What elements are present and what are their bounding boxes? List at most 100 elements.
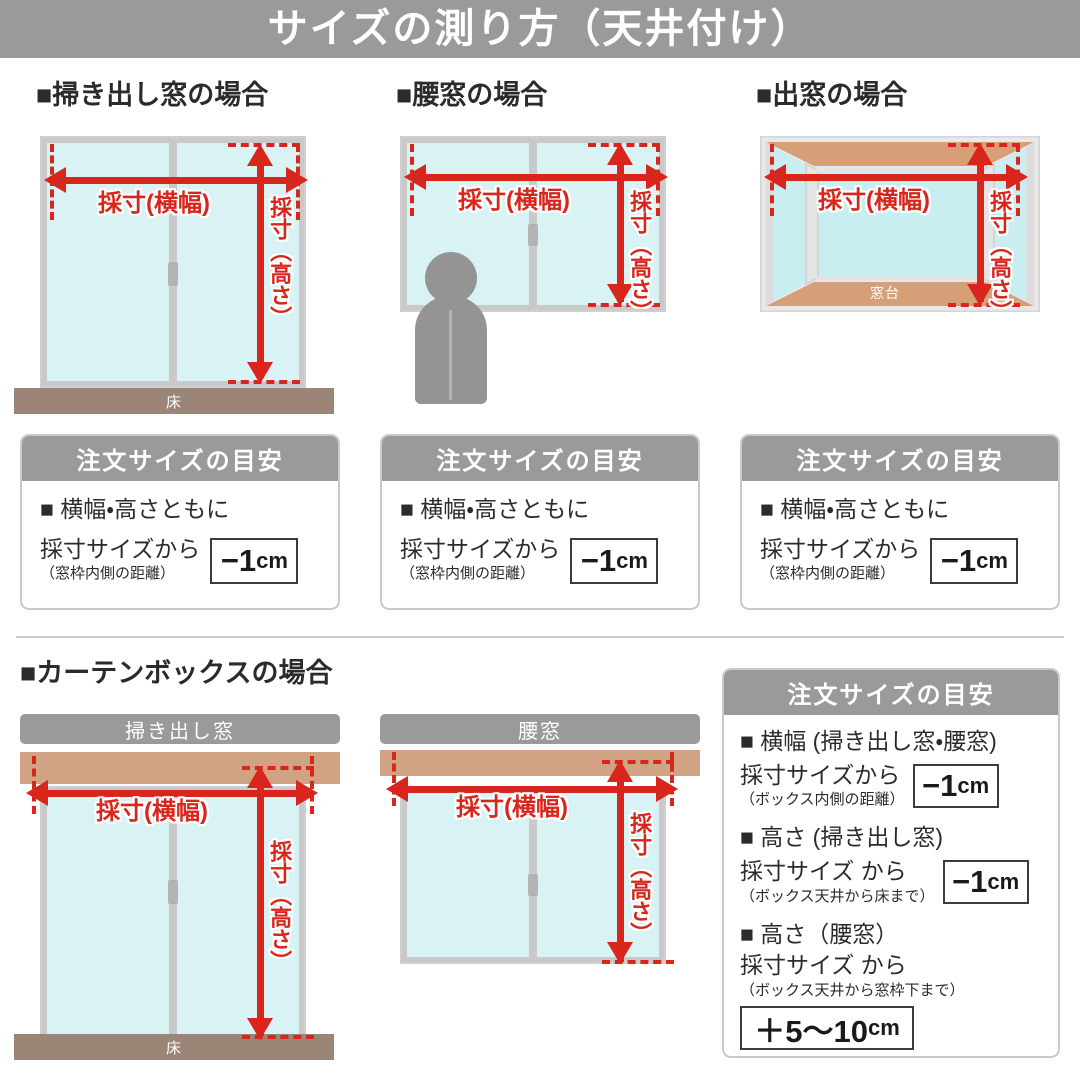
caption-sweep-window: ■掃き出し窓の場合 bbox=[36, 80, 269, 110]
width-measure-label: 採寸(横幅) bbox=[818, 187, 930, 214]
page-title: サイズの測り方（天井付け） bbox=[267, 7, 813, 51]
order-box-header: 注文サイズの目安 bbox=[382, 436, 698, 481]
width-arrow-head-right bbox=[296, 780, 318, 806]
width-arrow-head-right bbox=[656, 776, 678, 802]
order-value-number: −1 bbox=[220, 542, 257, 578]
height-measure-label: 採寸（高さ） bbox=[267, 840, 293, 972]
order-value-unit: cm bbox=[976, 547, 1008, 573]
guide-dash-top bbox=[242, 766, 314, 770]
order-item-main: 採寸サイズから bbox=[40, 535, 201, 562]
order-box-curtainbox: 注文サイズの目安 ■ 横幅 (掃き出し窓・腰窓) 採寸サイズから （ボックス内側… bbox=[722, 668, 1060, 1058]
width-arrow-line bbox=[782, 174, 1012, 181]
order-value-number: −1 bbox=[951, 864, 988, 900]
height-arrow-line bbox=[617, 776, 624, 962]
order-box-header-label: 注文サイズの目安 bbox=[436, 448, 644, 475]
height-arrow-head-up bbox=[607, 143, 633, 165]
order-value-number: −1 bbox=[580, 542, 617, 578]
curtainbox-tag-sweep: 掃き出し窓 bbox=[20, 714, 340, 744]
width-arrow-head-right bbox=[1006, 164, 1028, 190]
width-arrow-line bbox=[404, 786, 662, 793]
height-arrow-head-up bbox=[247, 144, 273, 166]
curtainbox-tag-waist: 腰窓 bbox=[380, 714, 700, 744]
height-measure-label: 採寸（高さ） bbox=[987, 190, 1013, 322]
floor-bar: 床 bbox=[14, 388, 334, 414]
order-value-number: −1 bbox=[921, 767, 958, 803]
width-arrow-head-left bbox=[386, 776, 408, 802]
window-handle bbox=[528, 224, 538, 246]
height-arrow-line bbox=[257, 160, 264, 378]
window-handle bbox=[168, 262, 178, 286]
guide-dash-top bbox=[602, 760, 674, 764]
order-value-unit: cm bbox=[616, 547, 648, 573]
floor-label: 床 bbox=[165, 393, 182, 411]
person-head-icon bbox=[425, 252, 477, 304]
curtainbox-tag-label: 腰窓 bbox=[518, 720, 562, 743]
order-value-unit: cm bbox=[867, 1015, 900, 1041]
caption-bay-window: ■出窓の場合 bbox=[756, 80, 908, 110]
height-arrow-line bbox=[977, 158, 984, 302]
order-box-header-label: 注文サイズの目安 bbox=[787, 682, 995, 709]
guide-dash-bottom bbox=[602, 960, 674, 964]
width-measure-label: 採寸(横幅) bbox=[96, 798, 208, 825]
height-measure-label: 採寸（高さ） bbox=[627, 190, 653, 322]
height-arrow-head-up bbox=[607, 760, 633, 782]
window-glass-right bbox=[537, 143, 659, 305]
width-measure-label: 採寸(横幅) bbox=[458, 187, 570, 214]
order-item-title: ■ 高さ（腰窓） bbox=[740, 920, 899, 947]
curtainbox-tag-label: 掃き出し窓 bbox=[125, 720, 235, 743]
height-measure-label: 採寸（高さ） bbox=[627, 812, 653, 944]
width-measure-label: 採寸(横幅) bbox=[456, 794, 568, 821]
width-measure-label: 採寸(横幅) bbox=[98, 190, 210, 217]
width-arrow-head-left bbox=[404, 164, 426, 190]
order-item-sub: （窓枠内側の距離） bbox=[400, 565, 536, 583]
order-item-sub: （ボックス天井から窓枠下まで） bbox=[740, 982, 965, 1000]
width-arrow-head-right bbox=[646, 164, 668, 190]
width-arrow-line bbox=[422, 174, 652, 181]
order-item-sub: （ボックス天井から床まで） bbox=[740, 887, 935, 905]
caption-curtain-box: ■カーテンボックスの場合 bbox=[20, 658, 333, 688]
order-item-main: 採寸サイズから bbox=[760, 535, 921, 562]
window-sill-label: 窓台 bbox=[870, 285, 900, 301]
order-item-title: ■ 横幅・高さともに bbox=[400, 496, 590, 522]
order-item-title: ■ 横幅・高さともに bbox=[760, 496, 950, 522]
height-arrow-line bbox=[257, 782, 264, 1036]
window-glass-left bbox=[47, 793, 169, 1049]
order-item-main: 採寸サイズ から bbox=[740, 952, 907, 979]
caption-waist-window: ■腰窓の場合 bbox=[396, 80, 548, 110]
height-arrow-head-down bbox=[247, 1018, 273, 1040]
height-arrow-head-down bbox=[247, 362, 273, 384]
order-box-sweep: 注文サイズの目安 ■ 横幅・高さともに 採寸サイズから （窓枠内側の距離） −1… bbox=[20, 434, 340, 610]
window-glass-left bbox=[407, 793, 529, 957]
order-box-header-label: 注文サイズの目安 bbox=[796, 448, 1004, 475]
order-box-waist: 注文サイズの目安 ■ 横幅・高さともに 採寸サイズから （窓枠内側の距離） −1… bbox=[380, 434, 700, 610]
order-box-header-label: 注文サイズの目安 bbox=[76, 448, 284, 475]
order-item-sub: （窓枠内側の距離） bbox=[760, 565, 896, 583]
section-divider bbox=[16, 636, 1064, 638]
height-arrow-head-down bbox=[967, 284, 993, 306]
window-handle bbox=[168, 880, 178, 904]
order-item-main: 採寸サイズから bbox=[740, 761, 901, 788]
height-arrow-head-up bbox=[967, 143, 993, 165]
width-arrow-head-right bbox=[286, 167, 308, 193]
order-box-bay: 注文サイズの目安 ■ 横幅・高さともに 採寸サイズから （窓枠内側の距離） −1… bbox=[740, 434, 1060, 610]
window-mullion bbox=[169, 788, 177, 1054]
width-arrow-line bbox=[44, 790, 302, 797]
window-glass-right bbox=[537, 793, 659, 957]
order-value-unit: cm bbox=[957, 772, 990, 798]
guide-dash-bottom bbox=[242, 1035, 314, 1039]
window-glass-right bbox=[177, 793, 299, 1049]
height-arrow-head-down bbox=[607, 942, 633, 964]
height-arrow-head-up bbox=[247, 766, 273, 788]
order-value-number: −1 bbox=[940, 542, 977, 578]
order-box-header: 注文サイズの目安 bbox=[724, 670, 1058, 715]
height-arrow-line bbox=[617, 158, 624, 302]
